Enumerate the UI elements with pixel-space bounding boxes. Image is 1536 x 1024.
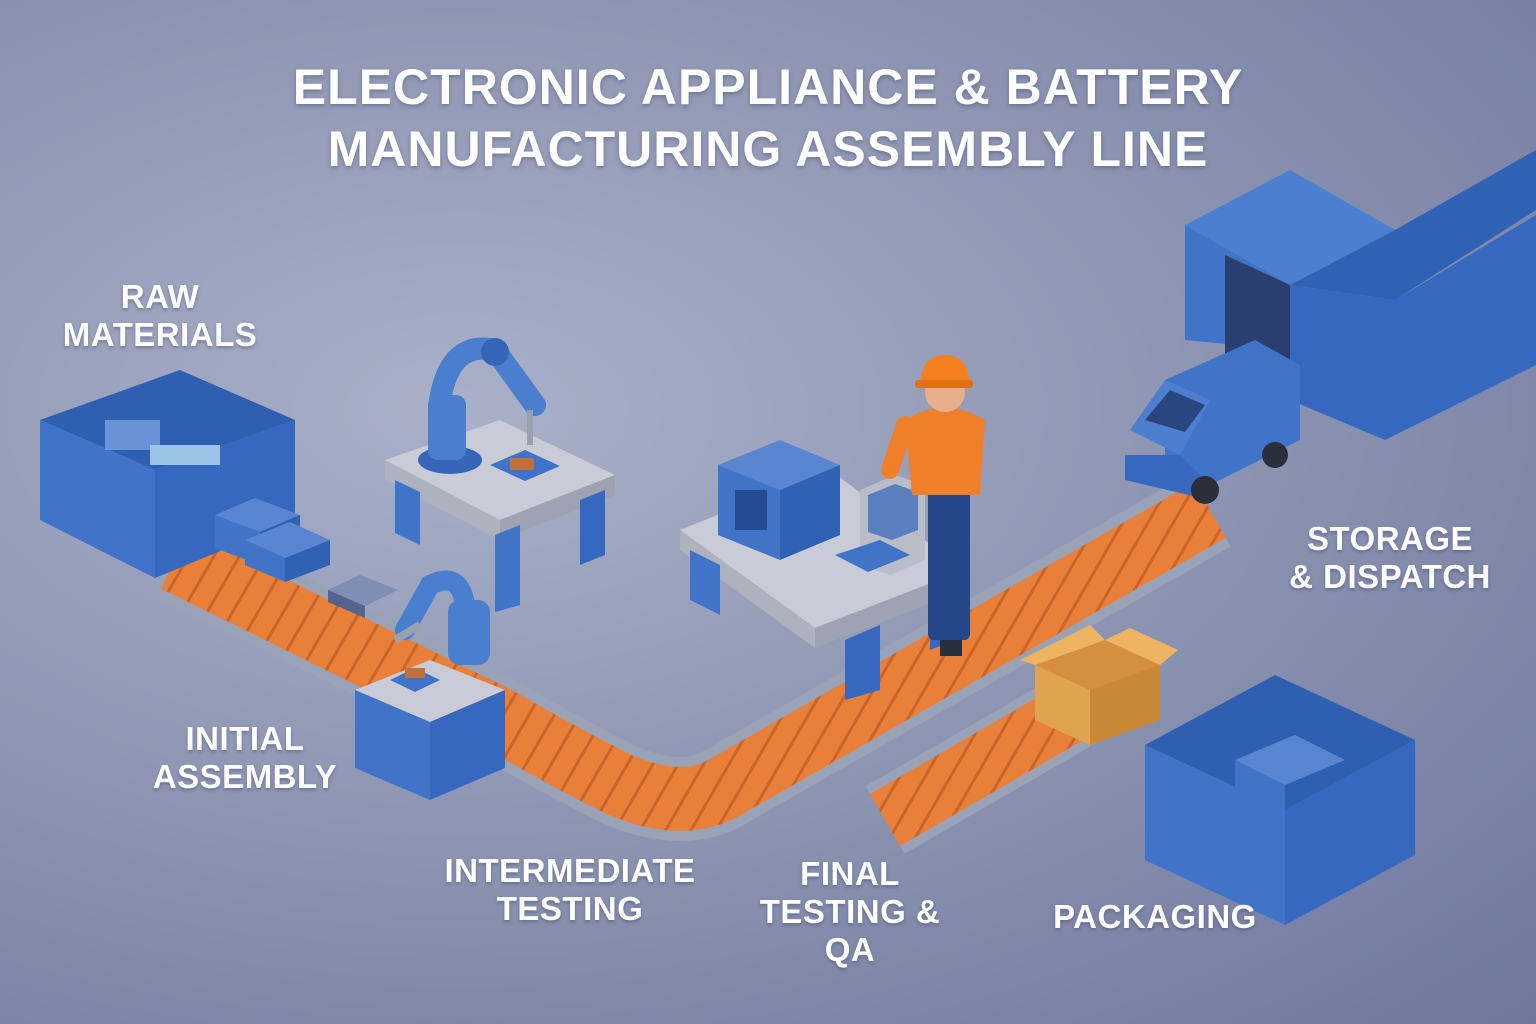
label-final-testing-qa: FINAL TESTING & QA [759, 855, 941, 968]
initial-assembly-robot [355, 570, 505, 800]
test-terminal [835, 475, 925, 575]
page-title: ELECTRONIC APPLIANCE & BATTERY MANUFACTU… [0, 56, 1536, 180]
robot-arm-table [385, 337, 615, 612]
delivery-van [1125, 340, 1300, 504]
title-line-2: MANUFACTURING ASSEMBLY LINE [327, 121, 1209, 177]
main-conveyor [156, 473, 1231, 841]
label-storage-dispatch: STORAGE & DISPATCH [1289, 520, 1491, 595]
raw-materials-bin [40, 370, 295, 578]
packaging-bin [1145, 675, 1415, 925]
label-initial-assembly: INITIAL ASSEMBLY [152, 720, 338, 795]
label-raw-materials: RAW MATERIALS [62, 278, 258, 353]
title-line-1: ELECTRONIC APPLIANCE & BATTERY [292, 59, 1244, 115]
warehouse [1185, 150, 1536, 440]
worker [881, 355, 985, 656]
test-chamber [718, 440, 840, 560]
label-intermediate-testing: INTERMEDIATE TESTING [444, 852, 696, 927]
label-packaging: PACKAGING [1053, 898, 1257, 935]
component-crates [215, 498, 398, 618]
cardboard-box [1020, 625, 1178, 745]
